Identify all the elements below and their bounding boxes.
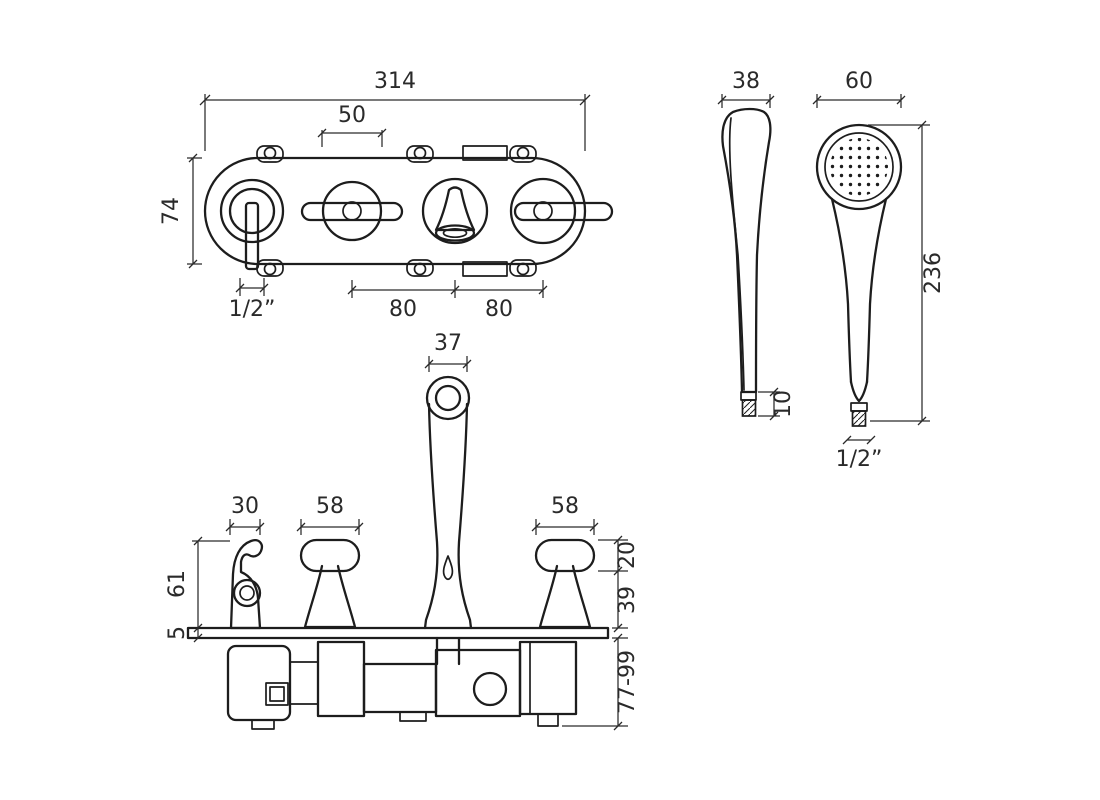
dim-hose-thread: 1/2”: [836, 447, 883, 472]
dim-lines: [562, 535, 628, 731]
hose-connector-thread: [851, 410, 867, 427]
left-handle: [299, 538, 361, 629]
dim-bracket-width: 30: [231, 494, 259, 519]
dim-plate-thickness: 5: [165, 626, 190, 640]
handset-outlet-step: [740, 391, 757, 401]
mounting-tab-bottom: [462, 261, 508, 277]
right-handle: [534, 538, 596, 629]
dim-lines: [187, 153, 202, 269]
handset-outlet-thread: [741, 399, 757, 417]
dim-lines: [192, 536, 230, 643]
mounting-tab-top: [462, 145, 508, 161]
flow-handle-top: [509, 177, 614, 245]
dim-plate-width: 314: [374, 69, 416, 94]
front-elevation-dims: 37 30 58 58 20 39 77-99 61 5: [165, 331, 640, 731]
handset-spray-face: [830, 138, 888, 196]
plate-top-view: [203, 145, 614, 277]
dim-plate-height: 74: [159, 197, 184, 225]
dim-lines: [199, 94, 591, 151]
dim-spout-width: 37: [434, 331, 462, 356]
dim-projection-height: 61: [165, 570, 190, 598]
handset-side-seam: [728, 117, 745, 391]
dim-lines: [424, 356, 472, 372]
handset-front-view-dims: 60 236 1/2”: [812, 69, 946, 472]
dim-handle-height: 20: [615, 541, 640, 569]
handset-head-outline: [815, 123, 903, 211]
mounting-ear: [256, 145, 537, 163]
handset-side-view: [721, 107, 772, 417]
spout-riser: [423, 375, 473, 630]
dim-lines: [225, 519, 265, 535]
dim-lines: [758, 387, 780, 421]
dim-handset-depth: 38: [732, 69, 760, 94]
handset-side-view-dims: 38 10: [717, 69, 796, 421]
handset-handle-tip: [849, 380, 869, 403]
dim-port-spacing-right: 80: [485, 297, 513, 322]
front-elevation-view: [186, 375, 610, 730]
droplet-detail: [442, 555, 454, 581]
handset-outlet-port: [219, 178, 285, 271]
dim-recess-depth: 77-99: [615, 650, 640, 714]
spout-port-top: [421, 177, 489, 245]
dim-outlet-length: 10: [771, 390, 796, 418]
dim-lines: [296, 519, 364, 535]
mounting-ear: [256, 259, 537, 277]
dim-lines: [868, 120, 930, 426]
dim-handle-hub: 50: [338, 103, 366, 128]
handset-face-ring: [824, 132, 894, 202]
concealed-valve-body: [226, 636, 578, 730]
dim-port-spacing-left: 80: [389, 297, 417, 322]
temperature-handle-top: [300, 180, 404, 242]
dim-outlet-thread: 1/2”: [229, 297, 276, 322]
handset-handle-outline: [830, 197, 888, 384]
dim-lines: [717, 94, 775, 108]
dim-lines: [317, 128, 387, 147]
dim-left-handle-length: 58: [316, 494, 344, 519]
handset-front-view: [815, 123, 903, 427]
plate-top-view-dims: 314 50 74 1/2” 80 80: [159, 69, 591, 322]
dim-right-handle-length: 58: [551, 494, 579, 519]
dim-lines: [347, 280, 548, 298]
wall-plate-section: [186, 626, 610, 640]
plate-outline: [203, 156, 587, 266]
dim-head-diameter: 60: [845, 69, 873, 94]
dim-cone-height: 39: [615, 586, 640, 614]
dim-lines: [842, 435, 876, 445]
wall-bracket: [229, 539, 263, 630]
dim-lines: [531, 519, 599, 535]
dim-handset-length: 236: [921, 252, 946, 294]
dim-lines: [812, 94, 906, 108]
hose-connector-step: [850, 402, 868, 412]
handset-side-outline: [721, 107, 772, 394]
dim-lines: [235, 278, 269, 296]
